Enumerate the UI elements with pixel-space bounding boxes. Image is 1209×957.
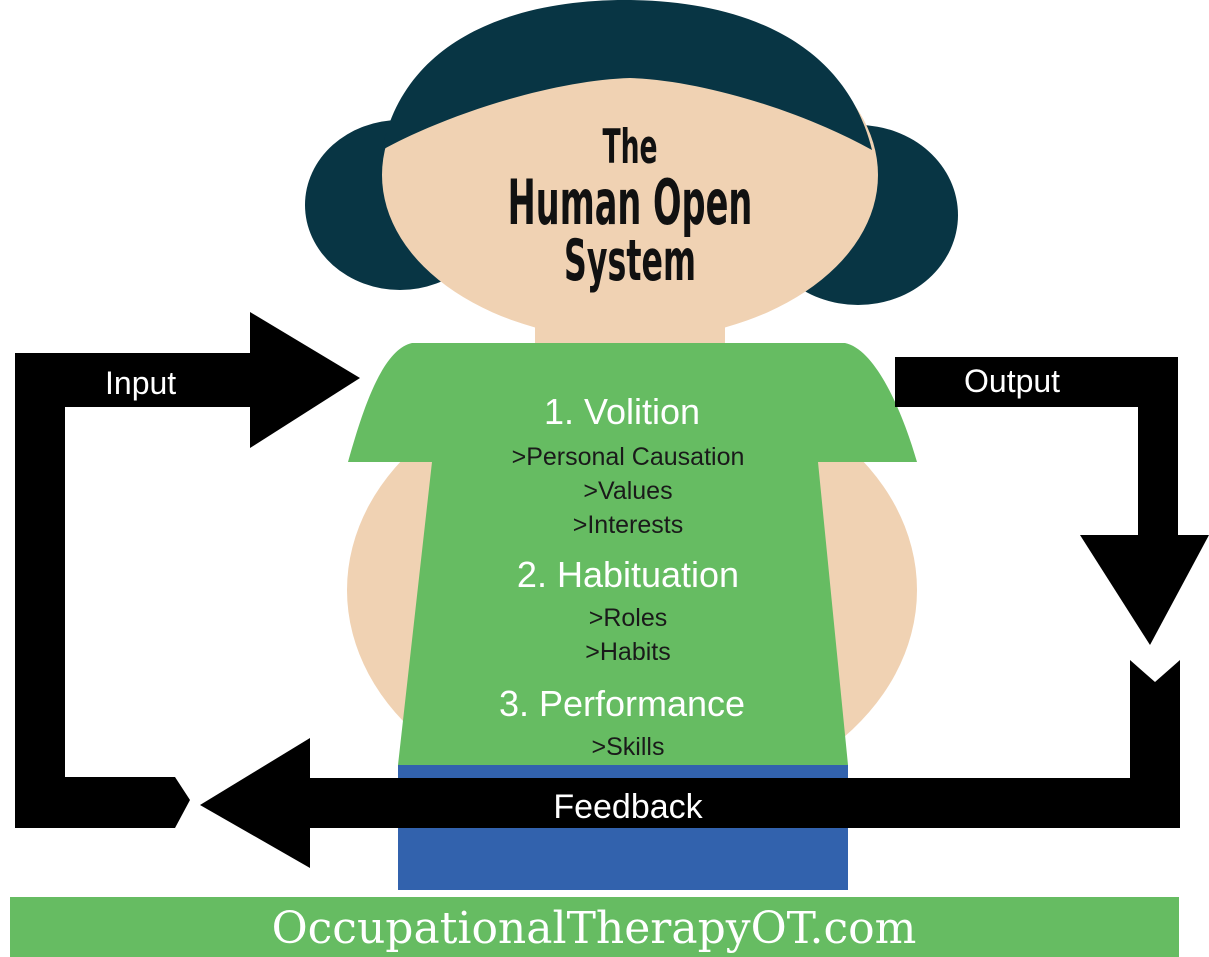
output-arrow bbox=[895, 357, 1209, 645]
input-arrow bbox=[15, 312, 360, 828]
component-habituation-item: >Roles bbox=[589, 604, 668, 632]
component-habituation-heading: 2. Habituation bbox=[517, 554, 739, 595]
output-label: Output bbox=[964, 363, 1060, 399]
feedback-arrow-bar bbox=[310, 660, 1180, 828]
component-volition-item: >Interests bbox=[573, 511, 683, 539]
footer-url: OccupationalTherapyOT.com bbox=[272, 903, 917, 954]
component-volition-item: >Personal Causation bbox=[512, 443, 745, 471]
input-loop-bar bbox=[15, 353, 250, 828]
feedback-arrow bbox=[200, 660, 1180, 868]
component-performance-item: >Skills bbox=[592, 733, 665, 761]
shirt bbox=[348, 343, 917, 765]
title-line-2: Human Open bbox=[508, 165, 753, 238]
component-performance-heading: 3. Performance bbox=[499, 683, 745, 724]
component-volition-item: >Values bbox=[583, 477, 672, 505]
component-habituation-item: >Habits bbox=[585, 638, 670, 666]
title-line-3: System bbox=[564, 227, 696, 294]
input-arrow-head bbox=[250, 312, 360, 448]
input-label: Input bbox=[105, 365, 176, 401]
output-arrow-bar bbox=[895, 357, 1178, 535]
output-arrow-head bbox=[1080, 535, 1209, 645]
component-volition-heading: 1. Volition bbox=[544, 391, 700, 432]
footer-banner bbox=[10, 897, 1179, 957]
title-line-1: The bbox=[602, 120, 657, 176]
feedback-label: Feedback bbox=[553, 788, 703, 826]
hair-top bbox=[382, 0, 872, 150]
feedback-arrow-head bbox=[200, 738, 310, 868]
